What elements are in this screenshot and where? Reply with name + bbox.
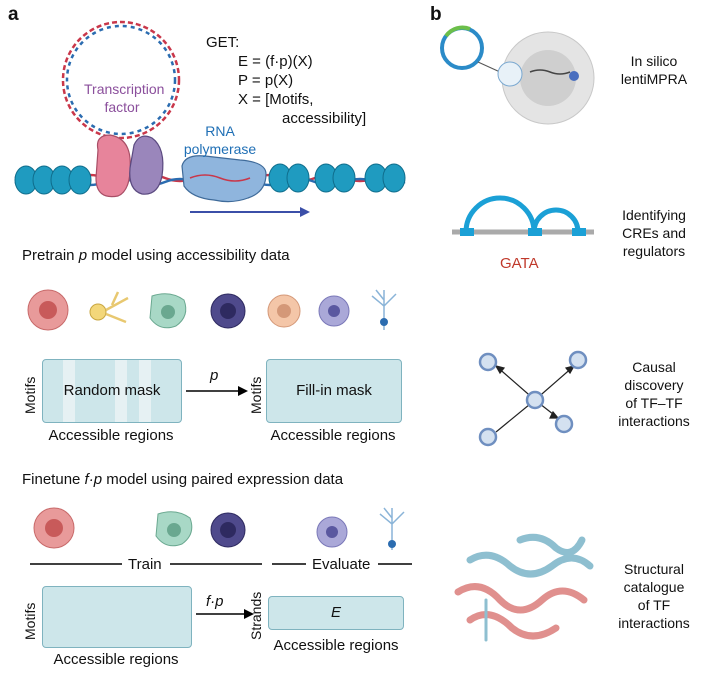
cell-icon-green-2: [155, 511, 193, 547]
cell-icon-neuron-blue: [371, 289, 397, 330]
item4-line3: of TF: [637, 597, 671, 613]
random-mask-box: Random mask: [42, 359, 182, 423]
cell-icon-purple-spiky: [210, 293, 246, 329]
pretrain-heading: Pretrain p model using accessibility dat…: [22, 246, 290, 265]
pretrain-left-caption: Accessible regions: [48, 427, 174, 444]
item1-line2: lentiMPRA: [620, 71, 688, 87]
transcription-arrow: [190, 207, 310, 217]
panel-a-label: a: [8, 4, 19, 25]
tf-label-line2: factor: [104, 99, 140, 115]
finetune-arrow-label: f·p: [206, 593, 224, 610]
cell-icon-lavender: [318, 295, 350, 327]
pretrain-arrow-label: p: [210, 367, 219, 384]
item4-line2: catalogue: [623, 579, 685, 595]
item4-line1: Structural: [624, 561, 684, 577]
get-line1: GET:: [206, 34, 240, 51]
finetune-left-caption: Accessible regions: [53, 651, 179, 668]
cell-icon-red: [27, 289, 69, 331]
panel-b-item4-caption: Structural catalogue of TF interactions: [604, 560, 704, 632]
cell-icon-yellow-neuron: [89, 291, 129, 324]
causal-graph-nodes: [478, 350, 588, 447]
item3-line4: interactions: [618, 413, 690, 429]
panel-b-item1-caption: In silico lentiMPRA: [604, 52, 704, 88]
train-label: Train: [128, 556, 162, 573]
item3-line1: Causal: [632, 359, 676, 375]
cell-icon-neuron-blue-2: [379, 507, 405, 550]
cre-arcs-illustration: [452, 195, 594, 236]
pretrain-heading-var: p: [78, 247, 88, 264]
cell-icon-green: [149, 293, 187, 329]
get-block: GET: E = (f·p)(X) P = p(X) X = [Motifs, …: [206, 33, 366, 128]
fill-in-mask-box: Fill-in mask: [266, 359, 402, 423]
rna-label-line2: polymerase: [183, 141, 257, 157]
cell-icon-red-2: [33, 507, 75, 549]
expression-box: E: [268, 596, 404, 630]
cell-icon-lavender-2: [316, 516, 348, 548]
pretrain-right-caption: Accessible regions: [270, 427, 396, 444]
nucleosomes-left: [14, 165, 92, 195]
rna-polymerase-shape: [181, 155, 267, 203]
finetune-heading: Finetune f·p model using paired expressi…: [22, 470, 343, 489]
tf-label: Transcription factor: [84, 80, 165, 116]
mask-stripe-2: [115, 360, 127, 422]
nucleosomes-right: [268, 163, 406, 193]
lentimpra-illustration: [440, 25, 595, 125]
tf-label-line1: Transcription: [84, 81, 165, 97]
get-line4: X = [Motifs,: [238, 91, 314, 108]
get-line3: P = p(X): [238, 72, 294, 89]
transcription-factor-shape: [95, 134, 164, 198]
finetune-heading-pre: Finetune: [22, 471, 85, 488]
get-line2: E = (f·p)(X): [238, 53, 313, 70]
item2-line3: regulators: [622, 243, 686, 259]
item1-line1: In silico: [630, 53, 678, 69]
panel-b-item2-caption: Identifying CREs and regulators: [604, 206, 704, 260]
rna-label-line1: RNA: [205, 123, 235, 139]
expression-box-label: E: [330, 604, 341, 621]
random-mask-label: Random mask: [63, 382, 161, 399]
finetune-left-box: [42, 586, 192, 648]
item3-line3: of TF–TF: [625, 395, 683, 411]
item4-line4: interactions: [618, 615, 690, 631]
dna-loop: [61, 20, 181, 140]
gata-label: GATA: [500, 255, 539, 272]
item3-line2: discovery: [624, 377, 684, 393]
panel-b-label: b: [430, 4, 442, 25]
pretrain-heading-pre: Pretrain: [22, 247, 79, 264]
cell-icon-purple-spiky-2: [210, 512, 246, 548]
mask-stripe-3: [139, 360, 151, 422]
get-line5: accessibility]: [282, 110, 367, 127]
rna-polymerase-label: RNA polymerase: [175, 122, 265, 158]
fill-in-mask-label: Fill-in mask: [296, 382, 372, 399]
item2-line2: CREs and: [622, 225, 686, 241]
pretrain-heading-post: model using accessibility data: [87, 247, 290, 264]
item2-line1: Identifying: [622, 207, 686, 223]
finetune-heading-var: f·p: [84, 471, 103, 488]
finetune-heading-post: model using paired expression data: [102, 471, 344, 488]
mask-stripe-1: [63, 360, 75, 422]
cell-icon-peach: [267, 294, 301, 328]
evaluate-label: Evaluate: [312, 556, 371, 573]
protein-structure-illustration: [454, 533, 594, 642]
panel-b-item3-caption: Causal discovery of TF–TF interactions: [604, 358, 704, 430]
finetune-right-caption: Accessible regions: [273, 637, 399, 654]
